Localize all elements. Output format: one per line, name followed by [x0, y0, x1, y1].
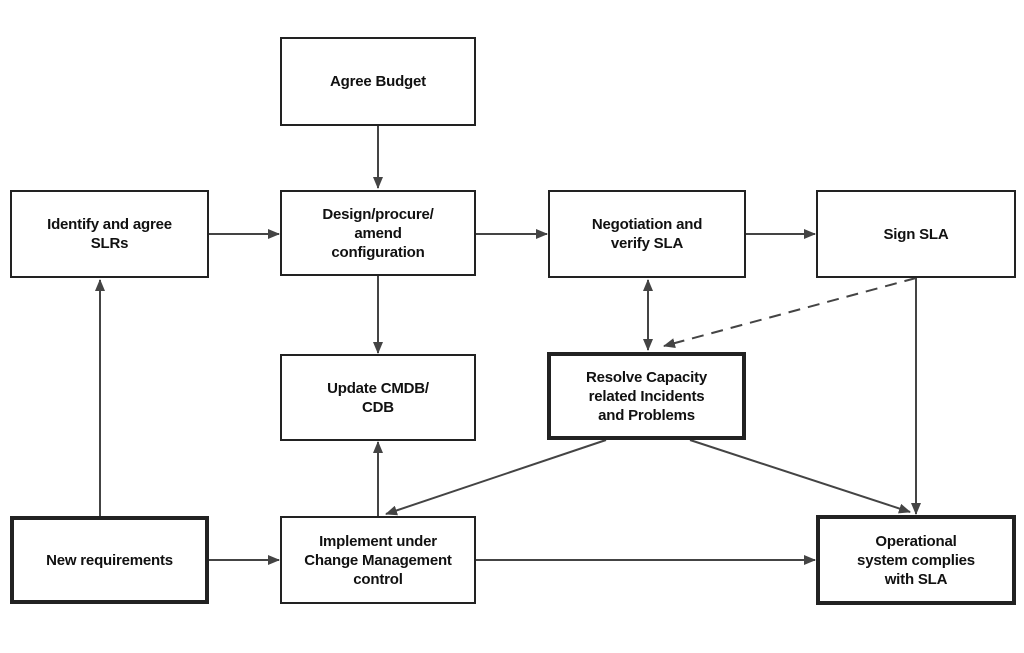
node-identify-slrs-label: Identify and agree SLRs [47, 216, 172, 252]
node-agree-budget-label: Agree Budget [330, 73, 426, 90]
node-sign-sla-label: Sign SLA [883, 225, 949, 243]
node-operational-system-label: Operational system complies with SLA [857, 532, 975, 588]
node-resolve-capacity-label: Resolve Capacity related Incidents and P… [585, 368, 708, 424]
node-agree-budget: Agree Budget [280, 37, 476, 126]
node-identify-slrs: Identify and agree SLRs [10, 190, 209, 278]
node-sign-sla: Sign SLA [816, 190, 1016, 278]
node-implement-change-label: Implement under Change Management contro… [304, 532, 452, 588]
node-operational-system: Operational system complies with SLA [816, 515, 1016, 605]
arrow-resolve-to-operational [689, 439, 911, 514]
node-negotiation-label: Negotiation and verify SLA [591, 216, 703, 252]
node-update-cmdb-label: Update CMDB/ CDB [327, 379, 429, 416]
node-resolve-capacity: Resolve Capacity related Incidents and P… [547, 352, 746, 440]
node-design-procure-label: Design/procure/ amend configuration [322, 205, 434, 261]
arrow-resolve-to-implement [385, 439, 607, 516]
node-implement-change: Implement under Change Management contro… [280, 516, 476, 604]
node-design-procure: Design/procure/ amend configuration [280, 190, 476, 276]
node-new-requirements-label: New requirements [46, 551, 173, 569]
node-negotiation: Negotiation and verify SLA [548, 190, 746, 278]
node-new-requirements: New requirements [10, 516, 209, 604]
node-update-cmdb: Update CMDB/ CDB [280, 354, 476, 441]
arrow-sign-to-resolve-dashed [663, 277, 917, 348]
